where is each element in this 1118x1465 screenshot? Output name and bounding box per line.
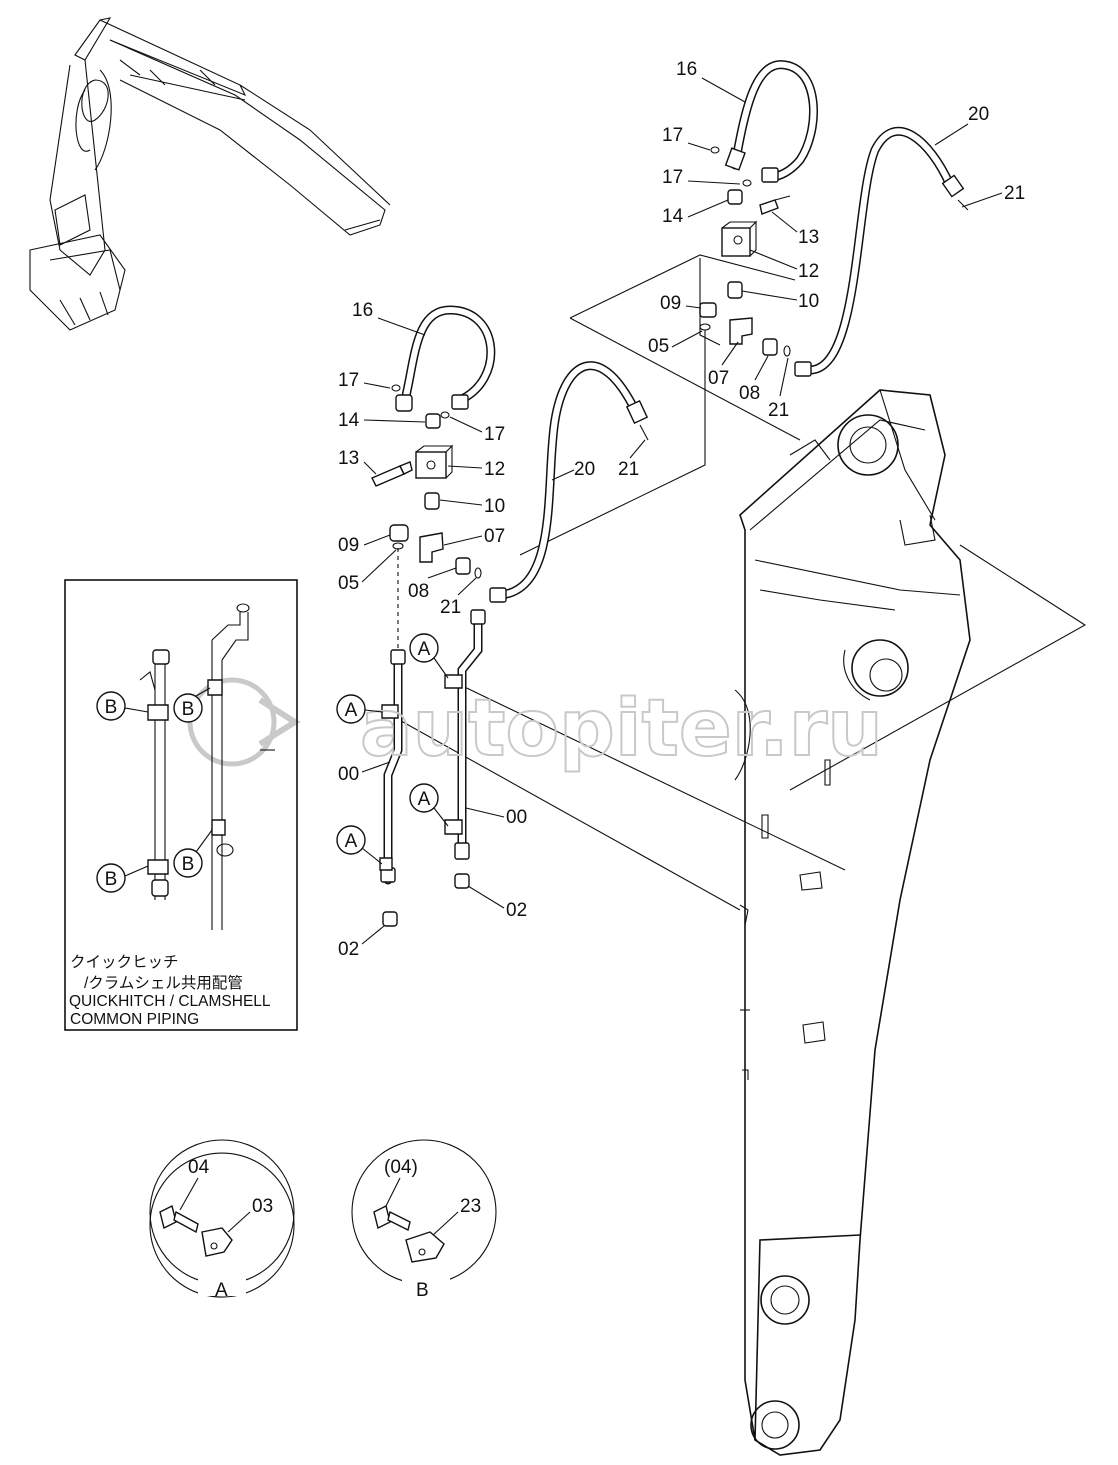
inset-callout-b-4: B xyxy=(173,829,213,878)
label-05: 05 xyxy=(338,573,359,594)
svg-text:A: A xyxy=(418,639,431,660)
label-02: 02 xyxy=(506,900,527,921)
inset-quickhitch-piping xyxy=(64,579,298,1031)
inset-caption-en-1: QUICKHITCH / CLAMSHELL xyxy=(69,993,271,1010)
label-17: 17 xyxy=(484,424,505,445)
label-21: 21 xyxy=(768,400,789,421)
label-07: 07 xyxy=(708,368,729,389)
detail-b-title: B xyxy=(416,1280,429,1301)
detail-a: A 04 03 xyxy=(149,1139,295,1301)
label-10: 10 xyxy=(798,291,819,312)
label-17: 17 xyxy=(662,125,683,146)
svg-text:B: B xyxy=(105,869,118,890)
inset-caption-jp-2: /クラムシェル共用配管 xyxy=(84,974,243,992)
label-20: 20 xyxy=(574,459,595,480)
label-13: 13 xyxy=(798,227,819,248)
svg-text:A: A xyxy=(345,831,358,852)
inset-caption-en-2: COMMON PIPING xyxy=(70,1011,199,1028)
watermark-text: autopiter.ru xyxy=(360,684,883,774)
label-21: 21 xyxy=(618,459,639,480)
middle-group-labels: 16 17 14 17 13 12 10 09 07 05 08 21 20 2… xyxy=(338,300,646,618)
label-07: 07 xyxy=(484,526,505,547)
excavator-thumbnail xyxy=(29,17,391,331)
svg-text:A: A xyxy=(345,700,358,721)
detail-b-label-04: (04) xyxy=(384,1157,418,1178)
detail-b-label-23: 23 xyxy=(460,1196,481,1217)
label-09: 09 xyxy=(338,535,359,556)
label-16: 16 xyxy=(352,300,373,321)
label-17: 17 xyxy=(662,167,683,188)
label-05: 05 xyxy=(648,336,669,357)
label-12: 12 xyxy=(798,261,819,282)
label-21: 21 xyxy=(440,597,461,618)
detail-a-label-03: 03 xyxy=(252,1196,273,1217)
label-10: 10 xyxy=(484,496,505,517)
detail-a-title: A xyxy=(215,1280,228,1301)
inset-callout-b-1: B xyxy=(96,691,149,721)
pipe-labels: 00 00 02 02 xyxy=(338,761,527,960)
pipe-assembly xyxy=(379,609,486,927)
label-00: 00 xyxy=(506,807,527,828)
svg-text:B: B xyxy=(182,699,195,720)
upper-hose-assembly xyxy=(699,60,969,377)
label-12: 12 xyxy=(484,459,505,480)
callout-a-4: A xyxy=(336,825,383,865)
inset-caption-jp-1: クイックヒッチ xyxy=(70,953,179,971)
label-09: 09 xyxy=(660,293,681,314)
label-20: 20 xyxy=(968,104,989,125)
connector-lines xyxy=(384,254,1087,911)
label-17: 17 xyxy=(338,370,359,391)
callout-a-3: A xyxy=(409,783,449,827)
svg-text:B: B xyxy=(105,697,118,718)
label-08: 08 xyxy=(408,581,429,602)
callout-a-2: A xyxy=(336,694,384,724)
watermark: autopiter.ru xyxy=(187,677,884,775)
label-14: 14 xyxy=(338,410,360,431)
label-21: 21 xyxy=(1004,183,1025,204)
svg-text:B: B xyxy=(182,854,195,875)
label-13: 13 xyxy=(338,448,359,469)
inset-callout-b-3: B xyxy=(96,863,149,893)
label-00: 00 xyxy=(338,764,359,785)
arm-structure xyxy=(734,389,971,1456)
label-02: 02 xyxy=(338,939,359,960)
inset-callout-b-2: B xyxy=(173,687,211,723)
label-08: 08 xyxy=(739,383,760,404)
svg-text:A: A xyxy=(418,789,431,810)
label-16: 16 xyxy=(676,59,697,80)
detail-b: B (04) 23 xyxy=(351,1139,497,1301)
upper-group-labels: 16 17 17 14 13 12 09 10 05 07 08 21 20 2… xyxy=(648,59,1025,421)
middle-hose-assembly xyxy=(371,305,649,603)
detail-a-label-04: 04 xyxy=(188,1157,210,1178)
label-14: 14 xyxy=(662,206,684,227)
callout-a-1: A xyxy=(409,633,449,679)
